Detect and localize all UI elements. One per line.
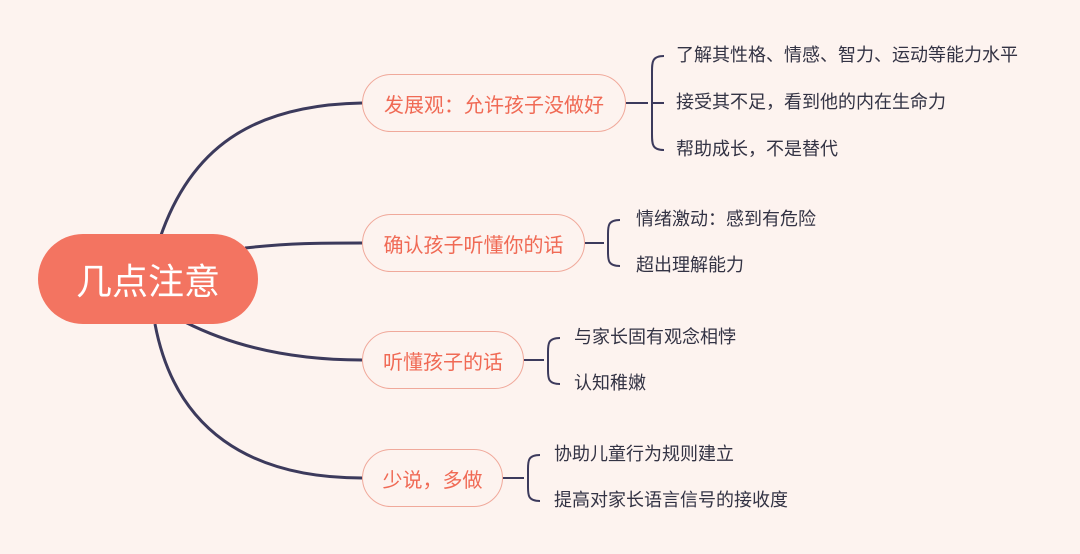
connector-root-branch-2 [244,241,363,250]
leaf-4-2[interactable]: 提高对家长语言信号的接收度 [554,490,788,511]
connector-root-branch-3 [184,320,363,362]
leaf-2-2[interactable]: 超出理解能力 [636,255,744,276]
branch-topic-1[interactable]: 发展观：允许孩子没做好 [362,74,626,132]
leaf-1-2[interactable]: 接受其不足，看到他的内在生命力 [676,92,946,113]
leaf-1-1[interactable]: 了解其性格、情感、智力、运动等能力水平 [676,45,1018,66]
leaf-4-1[interactable]: 协助儿童行为规则建立 [554,444,734,465]
branch-topic-1-label: 发展观：允许孩子没做好 [384,92,604,117]
bracket-branch-2 [607,219,621,267]
branch-topic-3-label: 听懂孩子的话 [383,349,503,374]
leaf-3-1[interactable]: 与家长固有观念相悖 [574,327,736,348]
branch-topic-2-label: 确认孩子听懂你的话 [383,232,564,257]
root-topic-label: 几点注意 [75,262,220,303]
branch-topic-3[interactable]: 听懂孩子的话 [362,331,524,389]
bracket-branch-4 [527,454,541,502]
root-topic[interactable]: 几点注意 [38,234,258,324]
branch-topic-2[interactable]: 确认孩子听懂你的话 [362,214,585,272]
leaf-1-3[interactable]: 帮助成长，不是替代 [676,139,838,160]
bracket-branch-3 [547,337,561,385]
branch-topic-4[interactable]: 少说，多做 [362,449,503,507]
connector-root-branch-1 [158,101,363,239]
leaf-3-2[interactable]: 认知稚嫩 [574,373,646,394]
connector-root-branch-4 [153,323,363,480]
branch-topic-4-label: 少说，多做 [382,467,483,492]
leaf-2-1[interactable]: 情绪激动：感到有危险 [636,209,816,230]
